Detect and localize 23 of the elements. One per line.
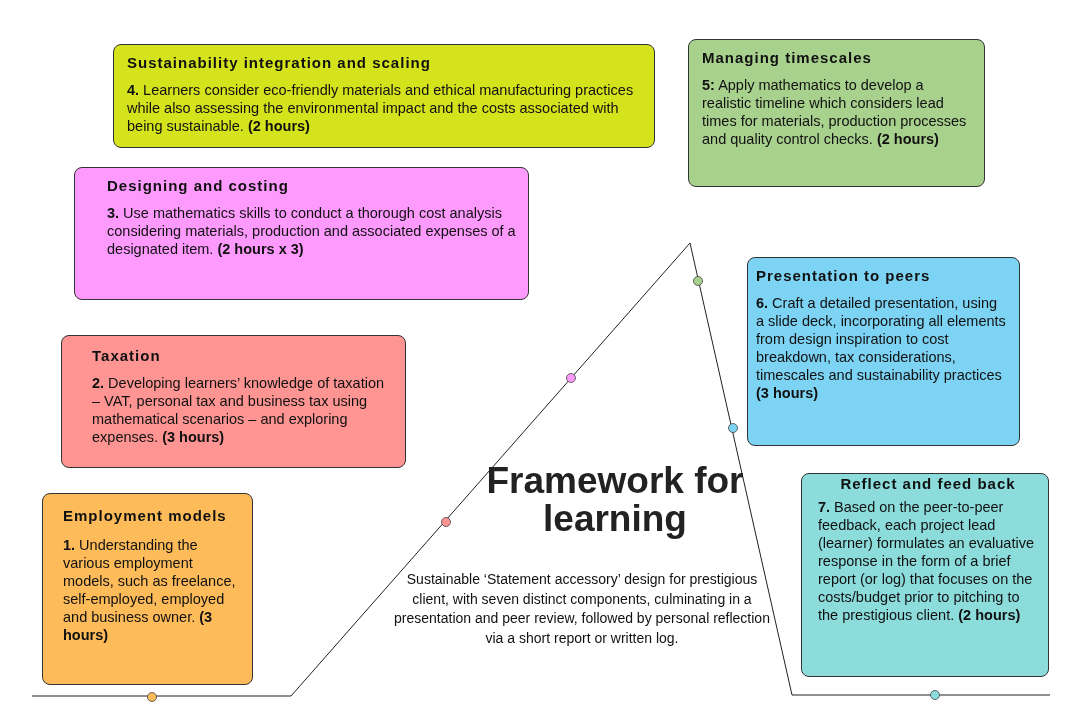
step-heading: Sustainability integration and scaling xyxy=(127,53,432,73)
step-description: 6. Craft a detailed presentation, using a slide deck, incorporating all elements from design inspiration to cost breakdown, tax considerations, timescales and sustainability practices (3 hours) xyxy=(756,294,1007,402)
step-card xyxy=(801,473,1049,677)
step-card xyxy=(688,39,985,187)
step-heading: Managing timescales xyxy=(702,48,873,68)
step-card xyxy=(74,167,529,300)
step-heading: Designing and costing xyxy=(107,176,290,196)
step-description: 5: Apply mathematics to develop a realistic timeline which considers lead times for materials, production processes and quality control checks. (2 hours) xyxy=(702,76,968,148)
step-heading: Reflect and feed back xyxy=(839,474,1017,494)
step-heading: Presentation to peers xyxy=(756,266,932,286)
step-description: 7. Based on the peer-to-peer feedback, each project lead (learner) formulates an evaluative response in the form of a brief report (or log) that focuses on the costs/budget prior to pitching to the prestigious client. (2 hours) xyxy=(818,498,1035,624)
step-card xyxy=(113,44,655,148)
step-heading: Employment models xyxy=(63,506,228,526)
step-description: 3. Use mathematics skills to conduct a thorough cost analysis considering materials, production and associated expenses of a designated item. (2 hours x 3) xyxy=(107,204,516,258)
step-card xyxy=(61,335,406,468)
step-description: 1. Understanding the various employment models, such as freelance, self-employed, employed and business owner. (3 hours) xyxy=(63,536,237,644)
diagram-caption: Sustainable ‘Statement accessory’ design for prestigious client, with seven distinct components, culminating in a presentation and peer review, followed by personal reflection via a short report or written log. xyxy=(393,570,771,648)
step-description: 4. Learners consider eco-friendly materials and ethical manufacturing practices while also assessing the environmental impact and the costs associated with being sustainable. (2 hours) xyxy=(127,81,635,135)
step-card xyxy=(42,493,253,685)
diagram-title: Framework for learning xyxy=(485,462,745,538)
step-heading: Taxation xyxy=(92,346,162,366)
step-description: 2. Developing learners’ knowledge of taxation – VAT, personal tax and business tax using mathematical scenarios – and exploring expenses. (3 hours) xyxy=(92,374,386,446)
step-card xyxy=(747,257,1020,446)
